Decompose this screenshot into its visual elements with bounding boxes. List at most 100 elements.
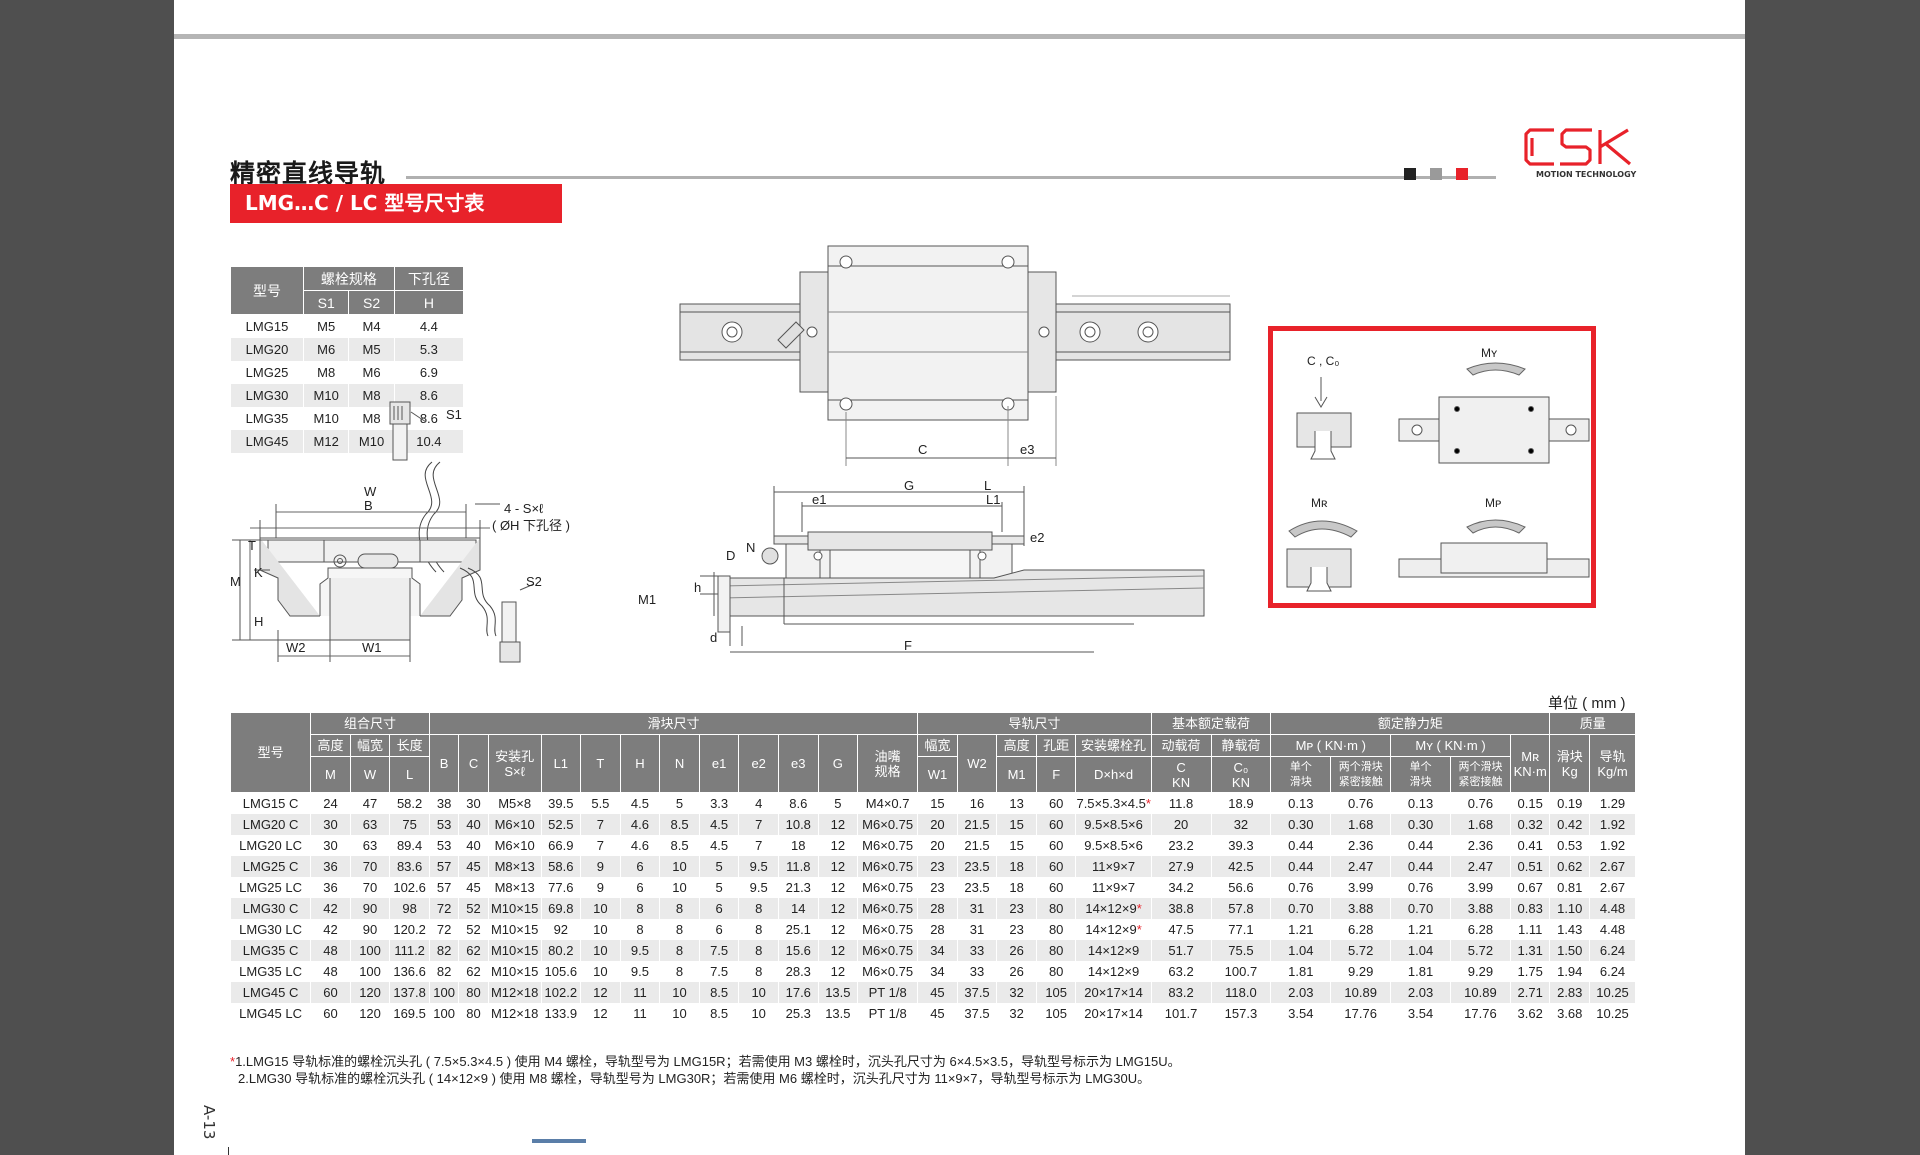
spec-cell-value: 51.7 bbox=[1168, 943, 1194, 958]
spec-table-cell: 8 bbox=[738, 898, 779, 919]
group-load: 基本额定载荷 bbox=[1150, 712, 1272, 735]
col-l: L bbox=[389, 756, 430, 793]
spec-cell-value: 12 bbox=[830, 901, 846, 916]
bolt-header-model: 型号 bbox=[230, 266, 304, 315]
spec-table-cell: 69.8 bbox=[540, 898, 582, 919]
spec-table-cell: 1.04 bbox=[1270, 940, 1332, 961]
spec-table-cell: 8.5 bbox=[698, 982, 740, 1003]
spec-table-cell: 10.89 bbox=[1450, 982, 1511, 1003]
spec-cell-value: 0.76 bbox=[1407, 880, 1434, 895]
spec-table-cell: 10 bbox=[580, 940, 621, 961]
spec-cell-value: 1.11 bbox=[1518, 922, 1543, 937]
spec-table-cell: M6×0.75 bbox=[857, 856, 919, 877]
spec-cell-value: 9.29 bbox=[1348, 964, 1374, 979]
spec-table-cell: 8 bbox=[619, 919, 661, 940]
spec-table-cell: 18 bbox=[996, 856, 1037, 877]
spec-table-cell: 28 bbox=[917, 898, 958, 919]
spec-cell-value: 5.72 bbox=[1467, 943, 1494, 958]
csk-logo bbox=[1524, 128, 1632, 166]
title-rule bbox=[406, 176, 1496, 179]
spec-cell-value: 8 bbox=[675, 943, 684, 958]
spec-table-cell: 77.6 bbox=[540, 877, 582, 898]
dim-c: C bbox=[918, 442, 927, 457]
spec-cell-value: 15 bbox=[1009, 838, 1024, 853]
spec-cell-value: 10 bbox=[672, 859, 687, 874]
spec-cell-value: 1.68 bbox=[1348, 817, 1374, 832]
spec-table-cell: 24 bbox=[310, 792, 351, 814]
spec-table-cell: 80 bbox=[458, 1003, 489, 1024]
bolt-table-cell: LMG20 bbox=[230, 338, 304, 361]
dim-h: H bbox=[254, 614, 263, 629]
section-subtitle: LMG…C / LC 型号尺寸表 bbox=[230, 184, 562, 223]
col-mount-line2: S×ℓ bbox=[504, 763, 525, 779]
spec-table-cell: 60 bbox=[1035, 835, 1077, 856]
spec-table-cell: 0.51 bbox=[1509, 856, 1551, 877]
spec-cell-value: 9 bbox=[596, 880, 604, 895]
spec-table-cell: 30 bbox=[310, 814, 351, 835]
spec-cell-value: 10 bbox=[751, 985, 766, 1000]
spec-cell-value: LMG25 LC bbox=[239, 880, 303, 895]
spec-table-cell: 72 bbox=[428, 919, 460, 940]
spec-cell-value: 18 bbox=[1009, 880, 1024, 895]
label-mr: Mʀ bbox=[1311, 496, 1328, 510]
spec-table-cell: 72 bbox=[428, 898, 460, 919]
spec-cell-value: 10 bbox=[593, 922, 608, 937]
spec-table-cell: 0.41 bbox=[1509, 835, 1551, 856]
spec-table-cell: 1.43 bbox=[1549, 919, 1591, 940]
spec-cell-value: 1.50 bbox=[1557, 943, 1583, 958]
spec-cell-value: 2.03 bbox=[1288, 985, 1314, 1000]
spec-cell-value: 7 bbox=[596, 838, 604, 853]
spec-cell-value: 45 bbox=[930, 1006, 945, 1021]
spec-cell-star: * bbox=[1136, 901, 1142, 916]
spec-cell-value: 12 bbox=[593, 985, 608, 1000]
spec-cell-value: 36 bbox=[323, 880, 338, 895]
spec-table-cell: 1.81 bbox=[1270, 961, 1332, 982]
spec-table-cell: 6 bbox=[619, 856, 661, 877]
spec-table-cell: 5 bbox=[698, 856, 740, 877]
col-dhd: D×h×d bbox=[1075, 756, 1152, 793]
spec-cell-value: 48 bbox=[323, 964, 338, 979]
spec-cell-value: 58.2 bbox=[396, 796, 423, 811]
spec-table-cell: PT 1/8 bbox=[857, 982, 919, 1003]
spec-cell-value: LMG30 C bbox=[242, 901, 299, 916]
spec-cell-value: M5×8 bbox=[498, 796, 532, 811]
spec-cell-value: 0.41 bbox=[1517, 838, 1543, 853]
spec-model-cell: LMG25 C bbox=[229, 856, 312, 877]
spec-table-cell: 18 bbox=[996, 877, 1037, 898]
spec-table-cell: M8×13 bbox=[487, 856, 542, 877]
spec-table-cell: M6×0.75 bbox=[857, 961, 919, 982]
spec-table-cell: 3.99 bbox=[1450, 877, 1511, 898]
spec-cell-value: 45 bbox=[466, 859, 481, 874]
spec-table-cell: 2.36 bbox=[1450, 835, 1511, 856]
spec-table-cell: M10×15 bbox=[487, 961, 542, 982]
spec-table-cell: 4.48 bbox=[1589, 919, 1636, 940]
spec-model-cell: LMG35 C bbox=[229, 940, 312, 961]
spec-table-cell: 26 bbox=[996, 940, 1037, 961]
spec-table-cell: 11.8 bbox=[1150, 792, 1212, 814]
spec-cell-value: 20×17×14 bbox=[1084, 985, 1143, 1000]
spec-table-cell: M6×0.75 bbox=[857, 814, 919, 835]
spec-table-cell: 1.31 bbox=[1509, 940, 1551, 961]
dim-b: B bbox=[364, 498, 373, 513]
spec-table-cell: 63.2 bbox=[1150, 961, 1212, 982]
spec-table-cell: M5×8 bbox=[487, 792, 542, 814]
spec-table-cell: 14×12×9* bbox=[1075, 898, 1152, 919]
spec-cell-value: 0.76 bbox=[1348, 796, 1374, 811]
spec-table-cell: 42.5 bbox=[1210, 856, 1272, 877]
col-my: Mʏ ( KN·m ) bbox=[1390, 734, 1511, 757]
spec-table-cell: 20 bbox=[917, 814, 958, 835]
col-l1: L1 bbox=[540, 734, 582, 793]
spec-cell-value: 60 bbox=[1048, 880, 1064, 895]
spec-table-cell: 2.83 bbox=[1549, 982, 1591, 1003]
spec-cell-value: 5 bbox=[675, 796, 684, 811]
spec-cell-value: M6×0.75 bbox=[862, 859, 914, 874]
spec-table-cell: 58.2 bbox=[389, 792, 430, 814]
group-mass: 质量 bbox=[1549, 712, 1636, 735]
spec-cell-value: M10×15 bbox=[490, 922, 539, 937]
